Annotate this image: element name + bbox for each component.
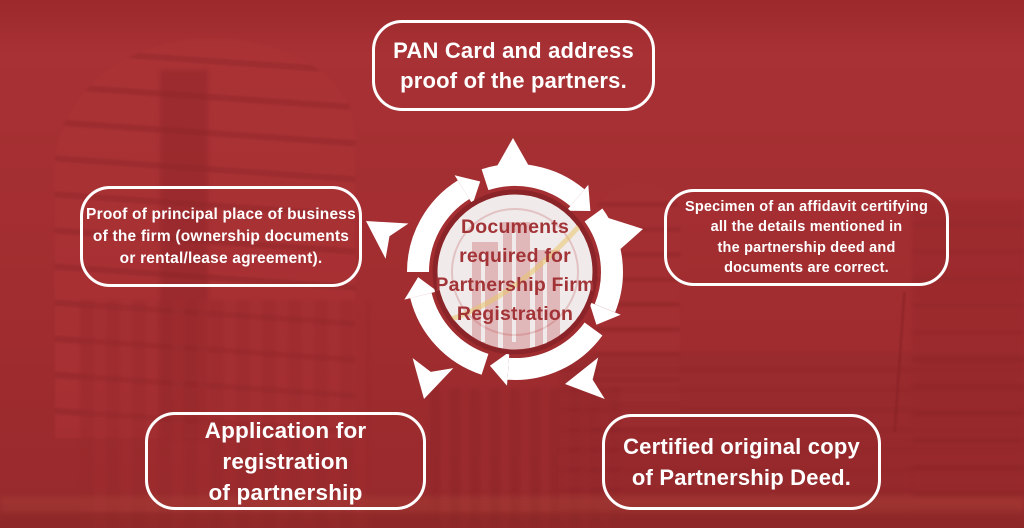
- center-title-line: Documents: [461, 216, 569, 238]
- callout-text-line: PAN Card and address: [393, 37, 634, 63]
- callout-partnership-deed: Certified original copy of Partnership D…: [602, 414, 881, 510]
- callout-text-line: of partnership: [208, 479, 363, 505]
- callout-text-line: all the details mentioned in: [710, 219, 903, 235]
- callout-text-line: documents are correct.: [724, 260, 889, 276]
- cycle-ring: [407, 163, 623, 381]
- callout-text-line: of Partnership Deed.: [631, 465, 852, 490]
- arrow-left-icon: [366, 221, 409, 259]
- center-title-line: required for: [459, 245, 571, 267]
- callout-text-line: of the firm (ownership documents: [92, 227, 350, 245]
- callout-text-line: registration: [222, 448, 349, 474]
- watermark-circle: [451, 208, 579, 336]
- callout-text-line: Proof of principal place of business: [86, 205, 356, 223]
- arrow-bottom-right-icon: [565, 357, 605, 399]
- callout-text-line: Application for: [204, 417, 367, 443]
- center-title-line: Registration: [456, 303, 574, 325]
- center-title: Documents required for Partnership Firm …: [393, 213, 637, 329]
- callout-text-line: Specimen of an affidavit certifying: [684, 198, 929, 215]
- center-title-line: Partnership Firm: [435, 274, 595, 296]
- callout-text-line: Certified original copy: [623, 434, 860, 459]
- callout-text-line: proof of the partners.: [400, 67, 627, 93]
- callout-text-line: or rental/lease agreement).: [119, 249, 323, 267]
- callout-text-line: the partnership deed and: [717, 239, 896, 256]
- callout-pan-card: PAN Card and address proof of the partne…: [372, 20, 655, 111]
- cycle-ring-arrowheads: [404, 175, 621, 386]
- watermark-logo: [441, 202, 593, 350]
- callout-place-of-business: Proof of principal place of business of …: [80, 186, 362, 287]
- callout-affidavit-specimen: Specimen of an affidavit certifying all …: [664, 189, 949, 286]
- callout-application-registration: Application for registration of partners…: [145, 412, 426, 510]
- arrow-bottom-left-icon: [412, 358, 454, 399]
